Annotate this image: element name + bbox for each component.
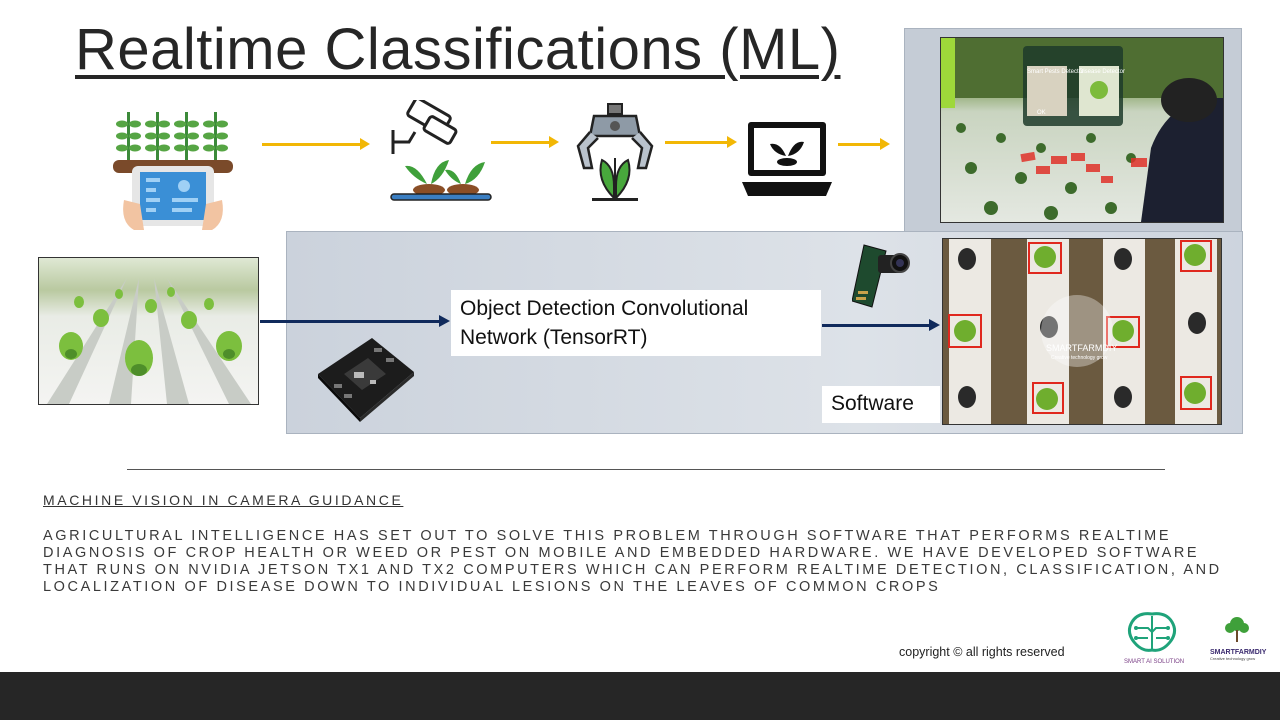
smartfarmdiy-logo: SMARTFARMDIY Creative technology grow bbox=[1210, 614, 1267, 662]
flow-arrow-2 bbox=[491, 136, 559, 148]
section-body: AGRICULTURAL INTELLIGENCE HAS SET OUT TO… bbox=[43, 528, 1222, 595]
smartfarmdiy-logo-subtext: Creative technology grow bbox=[1210, 656, 1256, 661]
watermark-subtext: Creative technology grow bbox=[1051, 355, 1108, 361]
flow-arrow-4 bbox=[838, 138, 890, 150]
laptop-plant-icon bbox=[742, 122, 832, 196]
section-divider bbox=[127, 469, 1165, 470]
detection-result-photo: SMARTFARMDIY Creative technology grow bbox=[942, 238, 1222, 425]
output-arrow bbox=[822, 319, 940, 331]
slide-title: Realtime Classifications (ML) bbox=[75, 17, 841, 82]
jetson-board-image bbox=[318, 338, 414, 422]
cnn-label: Object Detection Convolutional Network (… bbox=[451, 290, 821, 356]
ar-greenhouse-photo: Smart Pests Detector Disease Detector OK bbox=[940, 37, 1224, 223]
smart-ai-logo: SMART AI SOLUTION bbox=[1124, 610, 1185, 665]
camera-plants-icon bbox=[390, 100, 492, 201]
hud-ok-label: OK bbox=[1037, 110, 1046, 116]
software-label: Software bbox=[822, 386, 940, 423]
hud-pests-label: Smart Pests Detector bbox=[1027, 69, 1085, 75]
hydroponic-field-photo bbox=[38, 257, 259, 405]
footer-bar bbox=[0, 672, 1280, 720]
watermark-text: SMARTFARMDIY bbox=[1046, 343, 1118, 353]
copyright-text: copyright © all rights reserved bbox=[899, 645, 1065, 659]
input-arrow bbox=[260, 315, 450, 327]
flow-arrow-1 bbox=[262, 138, 370, 150]
plant-tablet-icon bbox=[113, 112, 233, 230]
robot-gripper-icon bbox=[576, 103, 654, 201]
camera-module-image bbox=[852, 244, 910, 308]
flow-arrow-3 bbox=[665, 136, 737, 148]
hud-disease-label: Disease Detector bbox=[1079, 69, 1126, 75]
smartfarmdiy-logo-text: SMARTFARMDIY bbox=[1210, 649, 1267, 656]
smart-ai-logo-text: SMART AI SOLUTION bbox=[1124, 659, 1185, 665]
section-heading: MACHINE VISION IN CAMERA GUIDANCE bbox=[43, 492, 404, 508]
